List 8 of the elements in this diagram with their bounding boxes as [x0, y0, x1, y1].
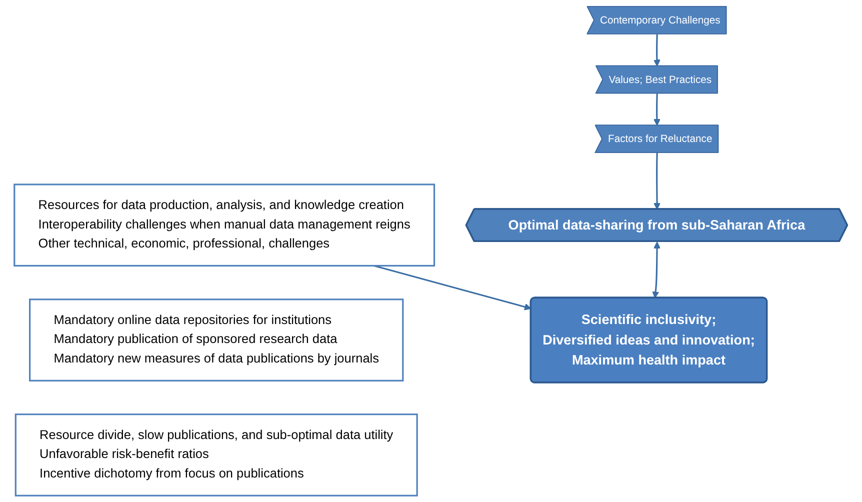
- node-box: Resource divide, slow publications, and sub-optimal data utility Unfavorable risk-benefit ratios Incentive dichotomy from focus on publications: [15, 414, 418, 496]
- node-box: Mandatory online data repositories for institutions Mandatory publication of sponsored research data Mandatory new measures of data publications by journals: [29, 298, 404, 382]
- node-box: Resources for data production, analysis, and knowledge creation Interoperability challenges when manual data management reigns Other technical, economic, professional, challenges: [14, 184, 436, 267]
- arrow: [652, 242, 661, 298]
- arrow: [654, 94, 661, 126]
- arrow: [374, 264, 532, 310]
- arrow: [654, 152, 661, 210]
- arrow: [654, 34, 661, 66]
